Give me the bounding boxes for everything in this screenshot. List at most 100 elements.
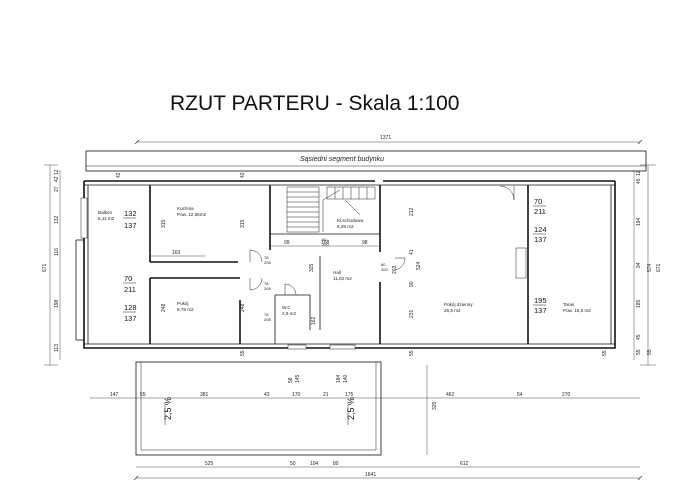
- room-balkon-area: 6,11 m2: [98, 216, 115, 221]
- dim-interior: 184: [336, 374, 342, 383]
- opening-width: 78: [264, 312, 269, 317]
- adjacent-segment-strip: Sąsiedni segment budynku: [85, 150, 647, 172]
- dim-right: 671: [656, 263, 662, 272]
- interior-dimensions: 163 99 168 98 41 203 212 231 315 315 248…: [116, 172, 608, 383]
- room-taras-name: Taras: [563, 302, 575, 307]
- dim-interior: 58: [288, 377, 294, 383]
- dim-right: 45: [636, 334, 642, 340]
- opening-taras-window-1: 124 137: [533, 225, 547, 244]
- room-taras-area: Pow. 15,5 m2: [563, 308, 591, 313]
- room-kuchnia-name: Kuchnia: [177, 206, 194, 211]
- room-kuchnia-area: Pow. 12,55m2: [177, 212, 207, 217]
- opening-width: 78: [264, 281, 269, 286]
- dim-terrace: 612: [460, 461, 469, 467]
- room-pokoj-area: 9,78 m2: [177, 307, 194, 312]
- dim-right: 12: [636, 170, 642, 176]
- front-dimension-row: 147 55 381 43 170 21 175 462 54 270: [90, 392, 640, 399]
- dim-interior: 248: [240, 303, 246, 312]
- opening-height: 137: [534, 235, 547, 244]
- opening-balkon-door: 70 211: [123, 274, 136, 294]
- right-dimension-column: 45 12 194 574 671 94 185 45 55 55: [633, 164, 662, 366]
- dim-interior: 90: [409, 281, 415, 287]
- dim-interior: 140: [343, 374, 349, 383]
- slope-right: 2,5 %: [346, 397, 356, 420]
- opening-height: 137: [124, 221, 137, 230]
- dim-terrace: 80: [333, 461, 339, 467]
- dim-left: 42: [54, 176, 60, 182]
- opening-pokoj-window: 128 137: [123, 303, 137, 323]
- dim-interior: 524: [416, 261, 422, 270]
- room-wc-name: W.C: [282, 305, 291, 310]
- room-hall-area: 11,02 m2: [333, 276, 352, 281]
- dim-interior: 99: [284, 240, 290, 246]
- opening-width: 78: [264, 255, 269, 260]
- dim-left: 198: [54, 299, 60, 308]
- room-dzienny-name: Pokój dzienny: [444, 302, 473, 307]
- opening-height: 208: [264, 260, 271, 265]
- opening-width: 70: [534, 197, 542, 206]
- opening-taras-door: 70 211: [533, 197, 546, 216]
- opening-door-kuchnia: 78 208: [264, 255, 271, 265]
- dim-left: 12: [54, 169, 60, 175]
- dim-left: 132: [54, 215, 60, 224]
- dim-interior: 55: [240, 350, 246, 356]
- dim-left: 27: [54, 186, 60, 192]
- opening-width: 195: [534, 296, 547, 305]
- room-wc-area: 2,9 m2: [282, 311, 296, 316]
- opening-door-wc: 78 208: [264, 312, 271, 322]
- dimension-bottom-overall: 1641: [133, 472, 643, 481]
- room-pokoj-name: Pokój: [177, 301, 189, 306]
- dim-right: 94: [636, 262, 642, 268]
- room-balkon-name: Balkon: [98, 210, 112, 215]
- opening-taras-window-2: 195 137: [533, 296, 547, 315]
- adjacent-segment-label: Sąsiedni segment budynku: [300, 156, 384, 163]
- dim-interior: 315: [240, 219, 246, 228]
- room-wc: W.C 2,9 m2: [282, 305, 296, 316]
- door-swings: [249, 185, 515, 296]
- dim-right: 55: [636, 349, 642, 355]
- opening-height: 208: [264, 317, 271, 322]
- dim-front: 147: [110, 392, 119, 398]
- dim-interior: 168: [321, 240, 330, 246]
- dim-interior: 162: [311, 316, 317, 325]
- dim-left: 113: [54, 344, 60, 352]
- opening-height: 137: [124, 314, 137, 323]
- dimension-top-overall: 1371: [134, 135, 643, 145]
- room-hall: Hall 11,02 m2: [333, 270, 352, 281]
- dim-interior: 98: [362, 240, 368, 246]
- dim-interior: 42: [240, 172, 246, 178]
- windows: [80, 197, 527, 350]
- room-klatka-area: 6,29 m2: [337, 224, 354, 229]
- dim-terrace: 525: [205, 461, 214, 467]
- dim-interior: 212: [409, 207, 415, 216]
- room-taras: Taras Pow. 15,5 m2: [563, 302, 591, 313]
- terrace-slab: 325 2,5 % 2,5 %: [135, 361, 438, 456]
- dim-front: 170: [292, 392, 301, 398]
- dim-interior: 248: [161, 303, 167, 312]
- opening-balkon-window: 132 137: [123, 209, 137, 230]
- dim-interior: 325: [309, 263, 315, 272]
- opening-height: 208: [264, 286, 271, 291]
- terrace-dimension-row: 525 50 104 80 612: [136, 461, 640, 468]
- dim-front: 21: [323, 392, 329, 398]
- dim-left: 671: [42, 263, 48, 272]
- room-balkon: Balkon 6,11 m2: [98, 210, 115, 221]
- staircase: [286, 186, 376, 233]
- opening-width: 128: [124, 303, 137, 312]
- dim-right: 185: [636, 299, 642, 308]
- room-dzienny: Pokój dzienny 26,5 m2: [444, 302, 473, 313]
- opening-width: 60: [322, 237, 327, 242]
- opening-door-pokoj: 78 208: [264, 281, 271, 291]
- opening-door-hall: 80 200: [381, 262, 388, 272]
- room-klatka: Kl.schodowa 6,29 m2: [337, 218, 363, 229]
- room-klatka-name: Kl.schodowa: [337, 218, 363, 223]
- dim-left: 116: [54, 248, 60, 256]
- dim-front: 462: [446, 392, 455, 398]
- dim-front: 381: [200, 392, 209, 398]
- room-dzienny-area: 26,5 m2: [444, 308, 461, 313]
- dim-terrace-depth: 325: [432, 401, 438, 410]
- opening-height: 211: [534, 207, 546, 216]
- slope-left: 2,5 %: [163, 397, 173, 420]
- dim-right: 55: [647, 349, 653, 355]
